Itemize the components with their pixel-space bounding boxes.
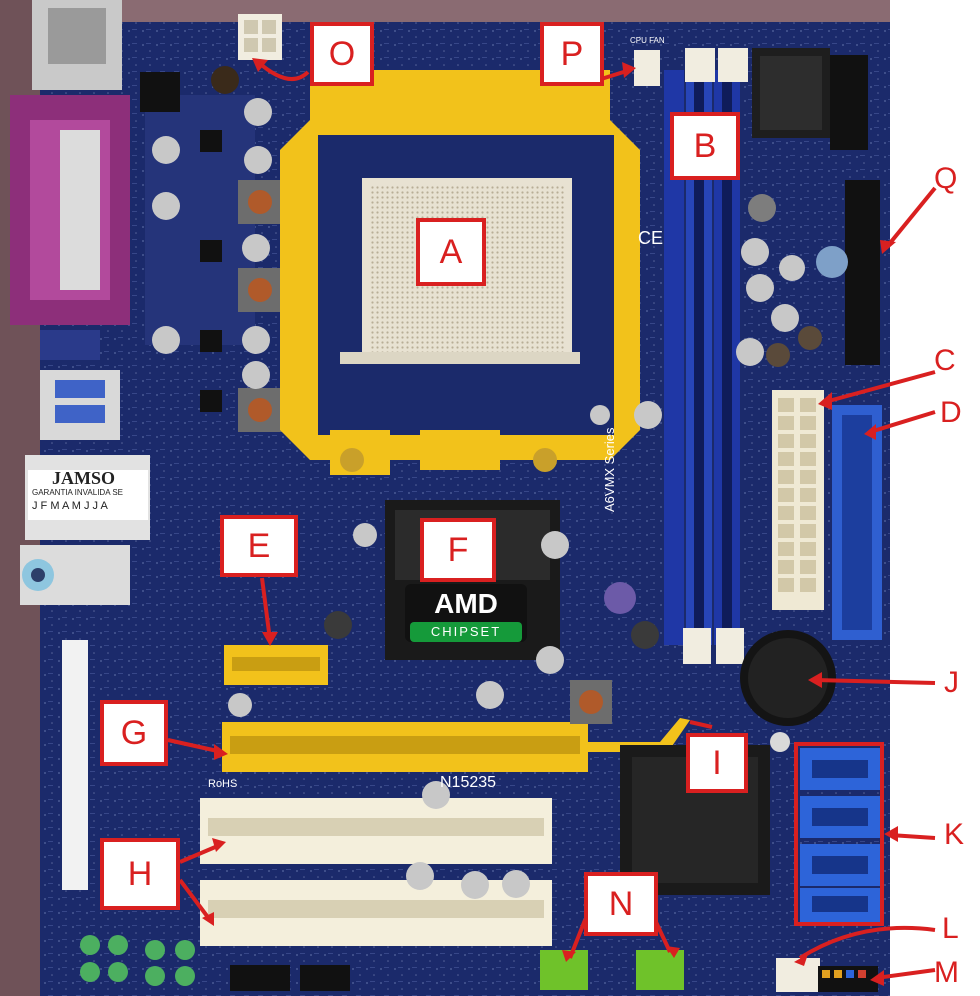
warranty-sticker-line: GARANTIA INVALIDA SE xyxy=(32,488,123,497)
sata-highlight-box xyxy=(794,742,884,926)
label-e: E xyxy=(220,515,298,577)
label-a: A xyxy=(416,218,486,286)
label-l: L xyxy=(942,912,959,945)
cpu-fan-header xyxy=(634,50,660,86)
label-q: Q xyxy=(934,162,958,195)
chipset-sub-text: CHIPSET xyxy=(430,624,502,639)
label-arrowheads xyxy=(202,58,898,986)
label-k: K xyxy=(944,818,965,851)
label-f: F xyxy=(420,518,496,582)
label-d: D xyxy=(940,396,962,429)
label-m: M xyxy=(934,956,959,989)
label-g: G xyxy=(100,700,168,766)
label-h: H xyxy=(100,838,180,910)
tpm-header xyxy=(830,55,868,150)
label-i: I xyxy=(686,733,748,793)
ce-mark: CE xyxy=(638,228,664,248)
board-part-number: N15235 xyxy=(440,774,497,791)
cpu-fan-silkscreen: CPU FAN xyxy=(630,36,665,45)
board-model-text: A6VMX Series xyxy=(602,427,617,512)
usb-header-1 xyxy=(540,950,588,990)
label-c: C xyxy=(934,344,956,377)
warranty-sticker-months: J F M A M J J A xyxy=(32,500,108,512)
label-p: P xyxy=(540,22,604,86)
sata-ports xyxy=(800,748,880,922)
floppy-header xyxy=(845,180,880,365)
usb-header-2 xyxy=(636,950,684,990)
front-panel-header xyxy=(818,966,878,992)
warranty-sticker-title: JAMSO xyxy=(52,468,115,488)
label-b: B xyxy=(670,112,740,180)
rear-io xyxy=(10,0,150,605)
chipset-brand-text: AMD xyxy=(434,588,498,619)
rohs-mark: RoHS xyxy=(208,778,238,790)
label-o: O xyxy=(310,22,374,86)
label-n: N xyxy=(584,872,658,936)
chassis-fan-header xyxy=(776,958,820,992)
vrm-components xyxy=(140,66,282,432)
label-j: J xyxy=(944,666,959,699)
audio-components xyxy=(62,640,350,991)
